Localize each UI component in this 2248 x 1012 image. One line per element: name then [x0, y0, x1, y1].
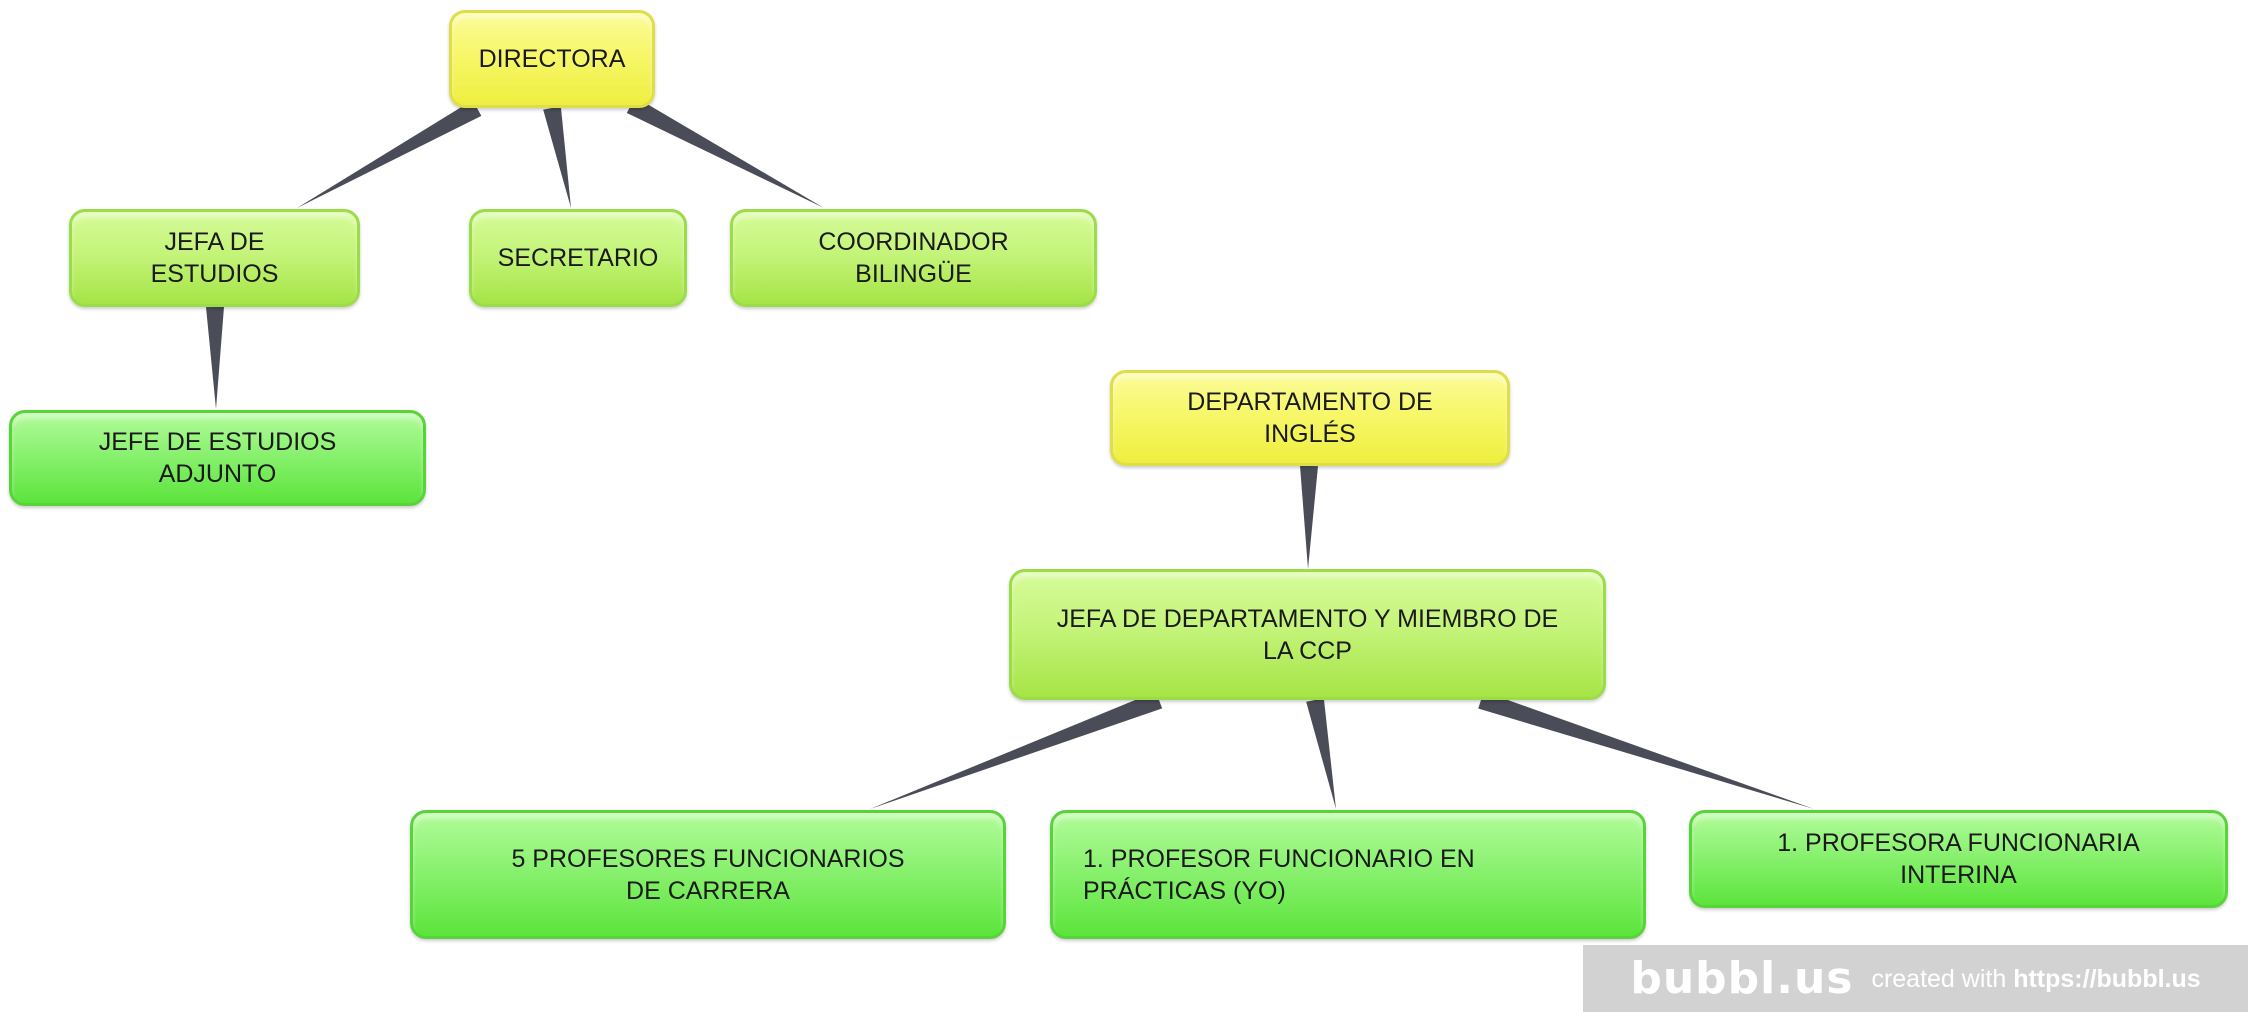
- node-profesor-practicas[interactable]: 1. PROFESOR FUNCIONARIO EN PRÁCTICAS (YO…: [1050, 810, 1646, 939]
- node-label: DEPARTAMENTO DE INGLÉS: [1187, 388, 1433, 448]
- node-label: JEFE DE ESTUDIOS ADJUNTO: [98, 428, 337, 488]
- connector-line: [1306, 698, 1336, 809]
- node-departamento-ingles[interactable]: DEPARTAMENTO DE INGLÉS: [1110, 370, 1510, 466]
- node-jefe-estudios-adjunto[interactable]: JEFE DE ESTUDIOS ADJUNTO: [9, 410, 426, 506]
- node-jefa-estudios[interactable]: JEFA DE ESTUDIOS: [69, 209, 360, 307]
- watermark-link[interactable]: https://bubbl.us: [2013, 964, 2201, 993]
- connector-line: [543, 106, 571, 208]
- bubblus-watermark: bubbl.us created with https://bubbl.us: [1583, 945, 2248, 1012]
- connector-line: [1300, 465, 1318, 569]
- node-secretario[interactable]: SECRETARIO: [469, 209, 687, 307]
- connector-line: [1478, 691, 1814, 809]
- node-label: DIRECTORA: [478, 45, 626, 73]
- node-label: 1. PROFESORA FUNCIONARIA INTERINA: [1777, 829, 2140, 889]
- node-jefa-departamento[interactable]: JEFA DE DEPARTAMENTO Y MIEMBRO DE LA CCP: [1009, 569, 1606, 700]
- node-label: COORDINADOR BILINGÜE: [818, 228, 1009, 288]
- connector-line: [626, 97, 824, 208]
- connector-line: [297, 100, 482, 208]
- node-label: JEFA DE DEPARTAMENTO Y MIEMBRO DE LA CCP: [1056, 604, 1559, 665]
- watermark-prefix: created with: [1871, 964, 2014, 993]
- connector-line: [870, 691, 1163, 809]
- node-label: JEFA DE ESTUDIOS: [150, 228, 279, 288]
- node-label: 5 PROFESORES FUNCIONARIOS DE CARRERA: [511, 844, 905, 905]
- node-profesores-carrera[interactable]: 5 PROFESORES FUNCIONARIOS DE CARRERA: [410, 810, 1006, 939]
- watermark-caption: created with https://bubbl.us: [1871, 964, 2200, 994]
- node-coordinador-bilingue[interactable]: COORDINADOR BILINGÜE: [730, 209, 1097, 307]
- node-label: SECRETARIO: [497, 244, 659, 272]
- node-directora[interactable]: DIRECTORA: [449, 10, 655, 108]
- node-profesora-interina[interactable]: 1. PROFESORA FUNCIONARIA INTERINA: [1689, 810, 2228, 908]
- connector-line: [206, 306, 224, 409]
- bubblus-logo: bubbl.us: [1630, 952, 1854, 1004]
- node-label: 1. PROFESOR FUNCIONARIO EN PRÁCTICAS (YO…: [1083, 844, 1475, 905]
